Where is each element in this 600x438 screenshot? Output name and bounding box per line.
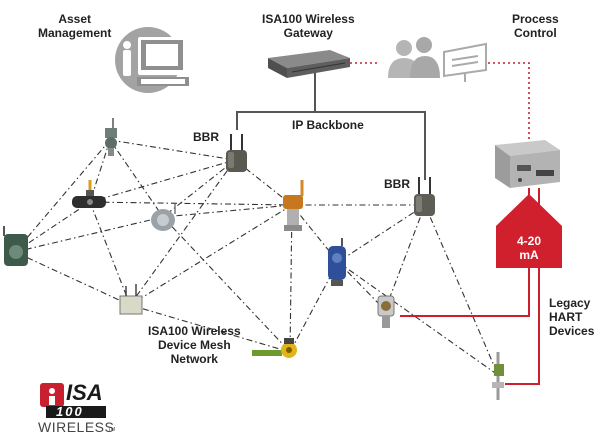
logo-number-text: 100 — [56, 404, 84, 419]
mesh-network-line1: ISA100 Wireless — [148, 324, 241, 338]
wireless-sensor-icon — [283, 180, 304, 231]
gateway-line2: Gateway — [283, 26, 333, 40]
gateway-label: ISA100 Wireless Gateway — [262, 12, 355, 40]
ip-backbone-label: IP Backbone — [292, 118, 364, 132]
hart-device-icon — [377, 295, 395, 328]
analog-signal-label: 4-20 mA — [507, 234, 551, 262]
wireless-sensor-icon — [328, 238, 346, 286]
wireless-sensor-icon — [151, 204, 176, 231]
asset-management-label: Asset Management — [38, 12, 111, 40]
wireless-sensor-icon — [3, 226, 28, 266]
bbr-left-label: BBR — [193, 130, 219, 144]
legacy-hart-line3: Devices — [549, 324, 595, 338]
process-control-label: Process Control — [512, 12, 559, 40]
legacy-hart-line1: Legacy — [549, 296, 591, 310]
wireless-sensor-icon — [105, 118, 117, 156]
mesh-links — [14, 139, 499, 376]
logo-wireless-text: WIRELESS — [38, 419, 114, 435]
bbr-router-icon — [414, 177, 435, 216]
hart-device-icon — [492, 352, 504, 400]
process-control-line1: Process — [512, 12, 559, 26]
bbr-right-label: BBR — [384, 177, 410, 191]
control-link — [350, 62, 530, 140]
people-icon — [388, 37, 440, 78]
bbr-router-icon — [226, 134, 247, 172]
mesh-network-line3: Network — [170, 352, 218, 366]
logo-tm-text: TM — [108, 427, 115, 433]
computer-icon — [115, 27, 189, 93]
analog-signal-line2: mA — [519, 248, 539, 262]
analog-signal-line1: 4-20 — [516, 234, 542, 248]
monitor-icon — [443, 42, 487, 82]
asset-management-line2: Management — [38, 26, 112, 40]
ip-backbone-lines — [236, 72, 426, 180]
gateway-line1: ISA100 Wireless — [262, 12, 355, 26]
legacy-hart-label: Legacy HART Devices — [549, 296, 594, 338]
mesh-network-line2: Device Mesh — [157, 338, 231, 352]
mesh-network-label: ISA100 Wireless Device Mesh Network — [148, 324, 241, 366]
controller-device-icon — [495, 140, 560, 188]
process-control-line2: Control — [514, 26, 557, 40]
asset-management-line1: Asset — [58, 12, 92, 26]
wireless-sensor-icon — [252, 338, 297, 358]
analog-signal-box — [496, 194, 562, 268]
wireless-sensor-icon — [72, 180, 106, 208]
hart-wires — [400, 188, 540, 385]
logo-isa-text: ISA — [66, 380, 103, 405]
legacy-hart-line2: HART — [549, 310, 583, 324]
wireless-sensor-icon — [119, 284, 143, 315]
gateway-device-icon — [268, 50, 350, 78]
isa100-wireless-logo: ISA 100 WIRELESS TM — [38, 380, 115, 435]
